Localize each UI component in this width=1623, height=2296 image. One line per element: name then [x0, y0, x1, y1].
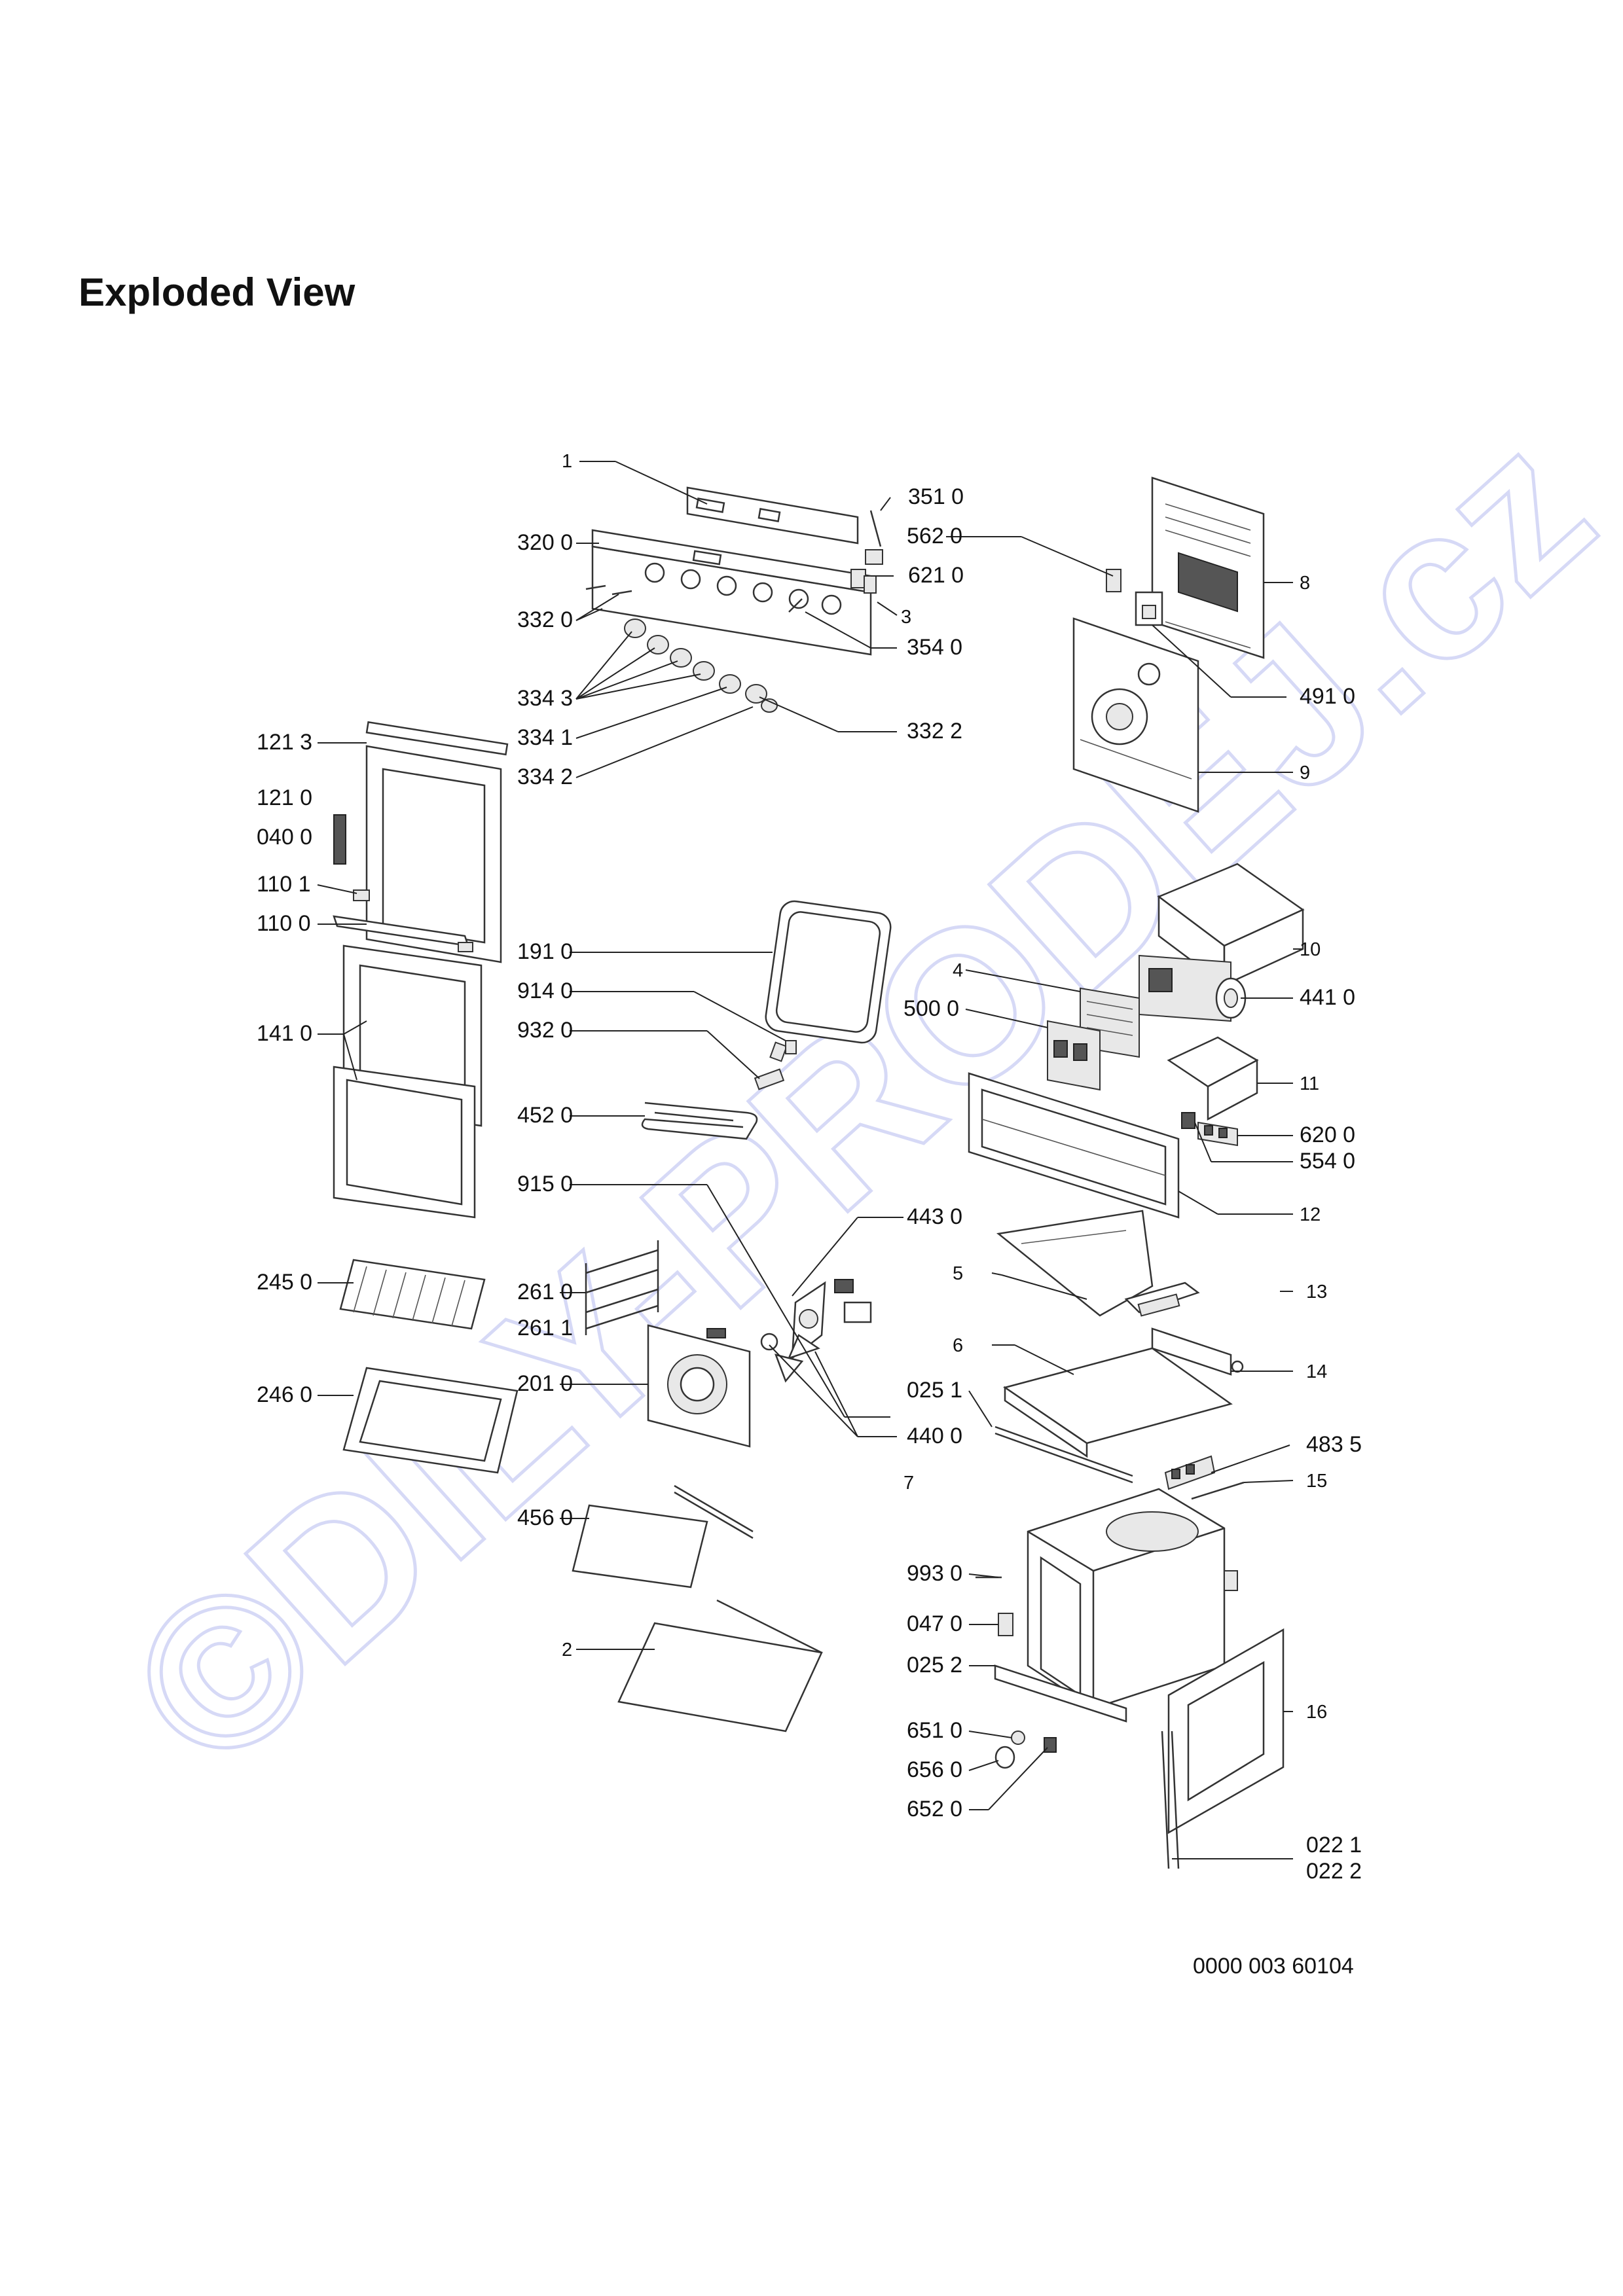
label-652-0: 652 0 [907, 1797, 962, 1821]
label-334-2: 334 2 [517, 764, 573, 789]
rear-cover-part [1151, 476, 1265, 659]
label-2: 2 [562, 1640, 572, 1660]
label-351-0: 351 0 [908, 484, 964, 509]
label-201-0: 201 0 [517, 1371, 573, 1396]
label-334-3: 334 3 [517, 686, 573, 711]
label-8: 8 [1300, 573, 1310, 594]
label-5: 5 [953, 1263, 963, 1284]
label-025-2: 025 2 [907, 1653, 962, 1677]
label-246-0: 246 0 [257, 1382, 312, 1407]
label-932-0: 932 0 [517, 1018, 573, 1043]
motor-unit-part [1139, 954, 1247, 1022]
label-441-0: 441 0 [1300, 985, 1355, 1010]
label-4: 4 [953, 960, 963, 981]
label-1: 1 [562, 451, 572, 472]
label-11: 11 [1300, 1073, 1319, 1094]
label-16: 16 [1306, 1702, 1327, 1723]
terminal-block-part [1181, 1112, 1238, 1147]
bottom-rail-part [994, 1664, 1127, 1723]
label-491-0: 491 0 [1300, 684, 1355, 709]
connector-strip-part [1164, 1455, 1245, 1500]
label-320-0: 320 0 [517, 530, 573, 555]
label-656-0: 656 0 [907, 1757, 962, 1782]
label-621-0: 621 0 [908, 563, 964, 588]
side-panel-part [1167, 1628, 1285, 1835]
switch-parts [850, 510, 883, 594]
label-915-0: 915 0 [517, 1172, 573, 1196]
label-554-0: 554 0 [1300, 1149, 1355, 1174]
fan-part [760, 1279, 872, 1383]
document-number: 0000 003 60104 [1193, 1954, 1354, 1979]
label-3: 3 [901, 607, 911, 628]
label-15: 15 [1306, 1471, 1327, 1492]
label-993-0: 993 0 [907, 1561, 962, 1586]
label-141-0: 141 0 [257, 1021, 312, 1046]
label-500-0: 500 0 [903, 996, 959, 1021]
door-gasket-part [765, 900, 892, 1044]
page-title: Exploded View [79, 270, 356, 314]
label-452-0: 452 0 [517, 1103, 573, 1128]
bottom-element-part [572, 1484, 754, 1588]
label-261-1: 261 1 [517, 1316, 573, 1340]
label-443-0: 443 0 [907, 1204, 962, 1229]
label-040-0: 040 0 [257, 825, 312, 850]
back-wall-part [1072, 617, 1199, 813]
label-456-0: 456 0 [517, 1505, 573, 1530]
label-10: 10 [1300, 939, 1321, 960]
label-13: 13 [1306, 1282, 1327, 1302]
label-651-0: 651 0 [907, 1718, 962, 1743]
hinge-part [976, 1576, 1013, 1636]
label-483-5: 483 5 [1306, 1432, 1362, 1457]
label-110-1: 110 1 [257, 872, 311, 897]
label-12: 12 [1300, 1204, 1321, 1225]
label-245-0: 245 0 [257, 1270, 312, 1295]
fan-cover-part [647, 1324, 751, 1448]
inner-door-part [333, 721, 509, 963]
label-440-0: 440 0 [907, 1424, 962, 1448]
label-025-1: 025 1 [907, 1378, 962, 1403]
leader-lines [317, 461, 1303, 1859]
label-7: 7 [903, 1473, 914, 1494]
part-labels: 1 351 0 562 0 320 0 621 0 3 8 332 0 354 … [257, 451, 1362, 1884]
label-332-0: 332 0 [517, 607, 573, 632]
baking-tray-part [342, 1367, 519, 1474]
label-6: 6 [953, 1335, 963, 1356]
bracket-part-13 [1124, 1282, 1200, 1317]
label-914-0: 914 0 [517, 978, 573, 1003]
label-110-0: 110 0 [257, 911, 311, 936]
label-354-0: 354 0 [907, 635, 962, 660]
label-121-3: 121 3 [257, 730, 312, 755]
relay-part [1047, 987, 1140, 1091]
label-9: 9 [1300, 762, 1310, 783]
label-562-0: 562 0 [907, 524, 962, 548]
parts-group [333, 476, 1305, 1869]
oven-top-part [994, 1347, 1233, 1484]
wire-shelf-part [339, 1259, 486, 1330]
control-panel-part [591, 529, 872, 656]
label-047-0: 047 0 [907, 1611, 962, 1636]
panel-bracket-part [686, 486, 859, 545]
grill-element-part [641, 1040, 797, 1140]
label-261-0: 261 0 [517, 1280, 573, 1304]
label-14: 14 [1306, 1361, 1327, 1382]
screw-parts [585, 584, 803, 613]
shelf-support-part [585, 1240, 659, 1335]
label-620-0: 620 0 [1300, 1122, 1355, 1147]
label-191-0: 191 0 [517, 939, 573, 964]
bracket-part-14 [1151, 1327, 1244, 1376]
front-frame-part [968, 1072, 1180, 1219]
top-plate-part [996, 1210, 1154, 1317]
small-cover-part [1167, 1036, 1259, 1121]
label-022-1: 022 1 [1306, 1833, 1362, 1857]
bottom-plate-part [617, 1599, 823, 1732]
label-334-1: 334 1 [517, 725, 573, 750]
label-121-0: 121 0 [257, 785, 312, 810]
outer-glass-part [333, 944, 483, 1219]
label-332-2: 332 2 [907, 719, 962, 744]
label-022-2: 022 2 [1306, 1859, 1362, 1884]
side-rod-part [1161, 1731, 1180, 1869]
